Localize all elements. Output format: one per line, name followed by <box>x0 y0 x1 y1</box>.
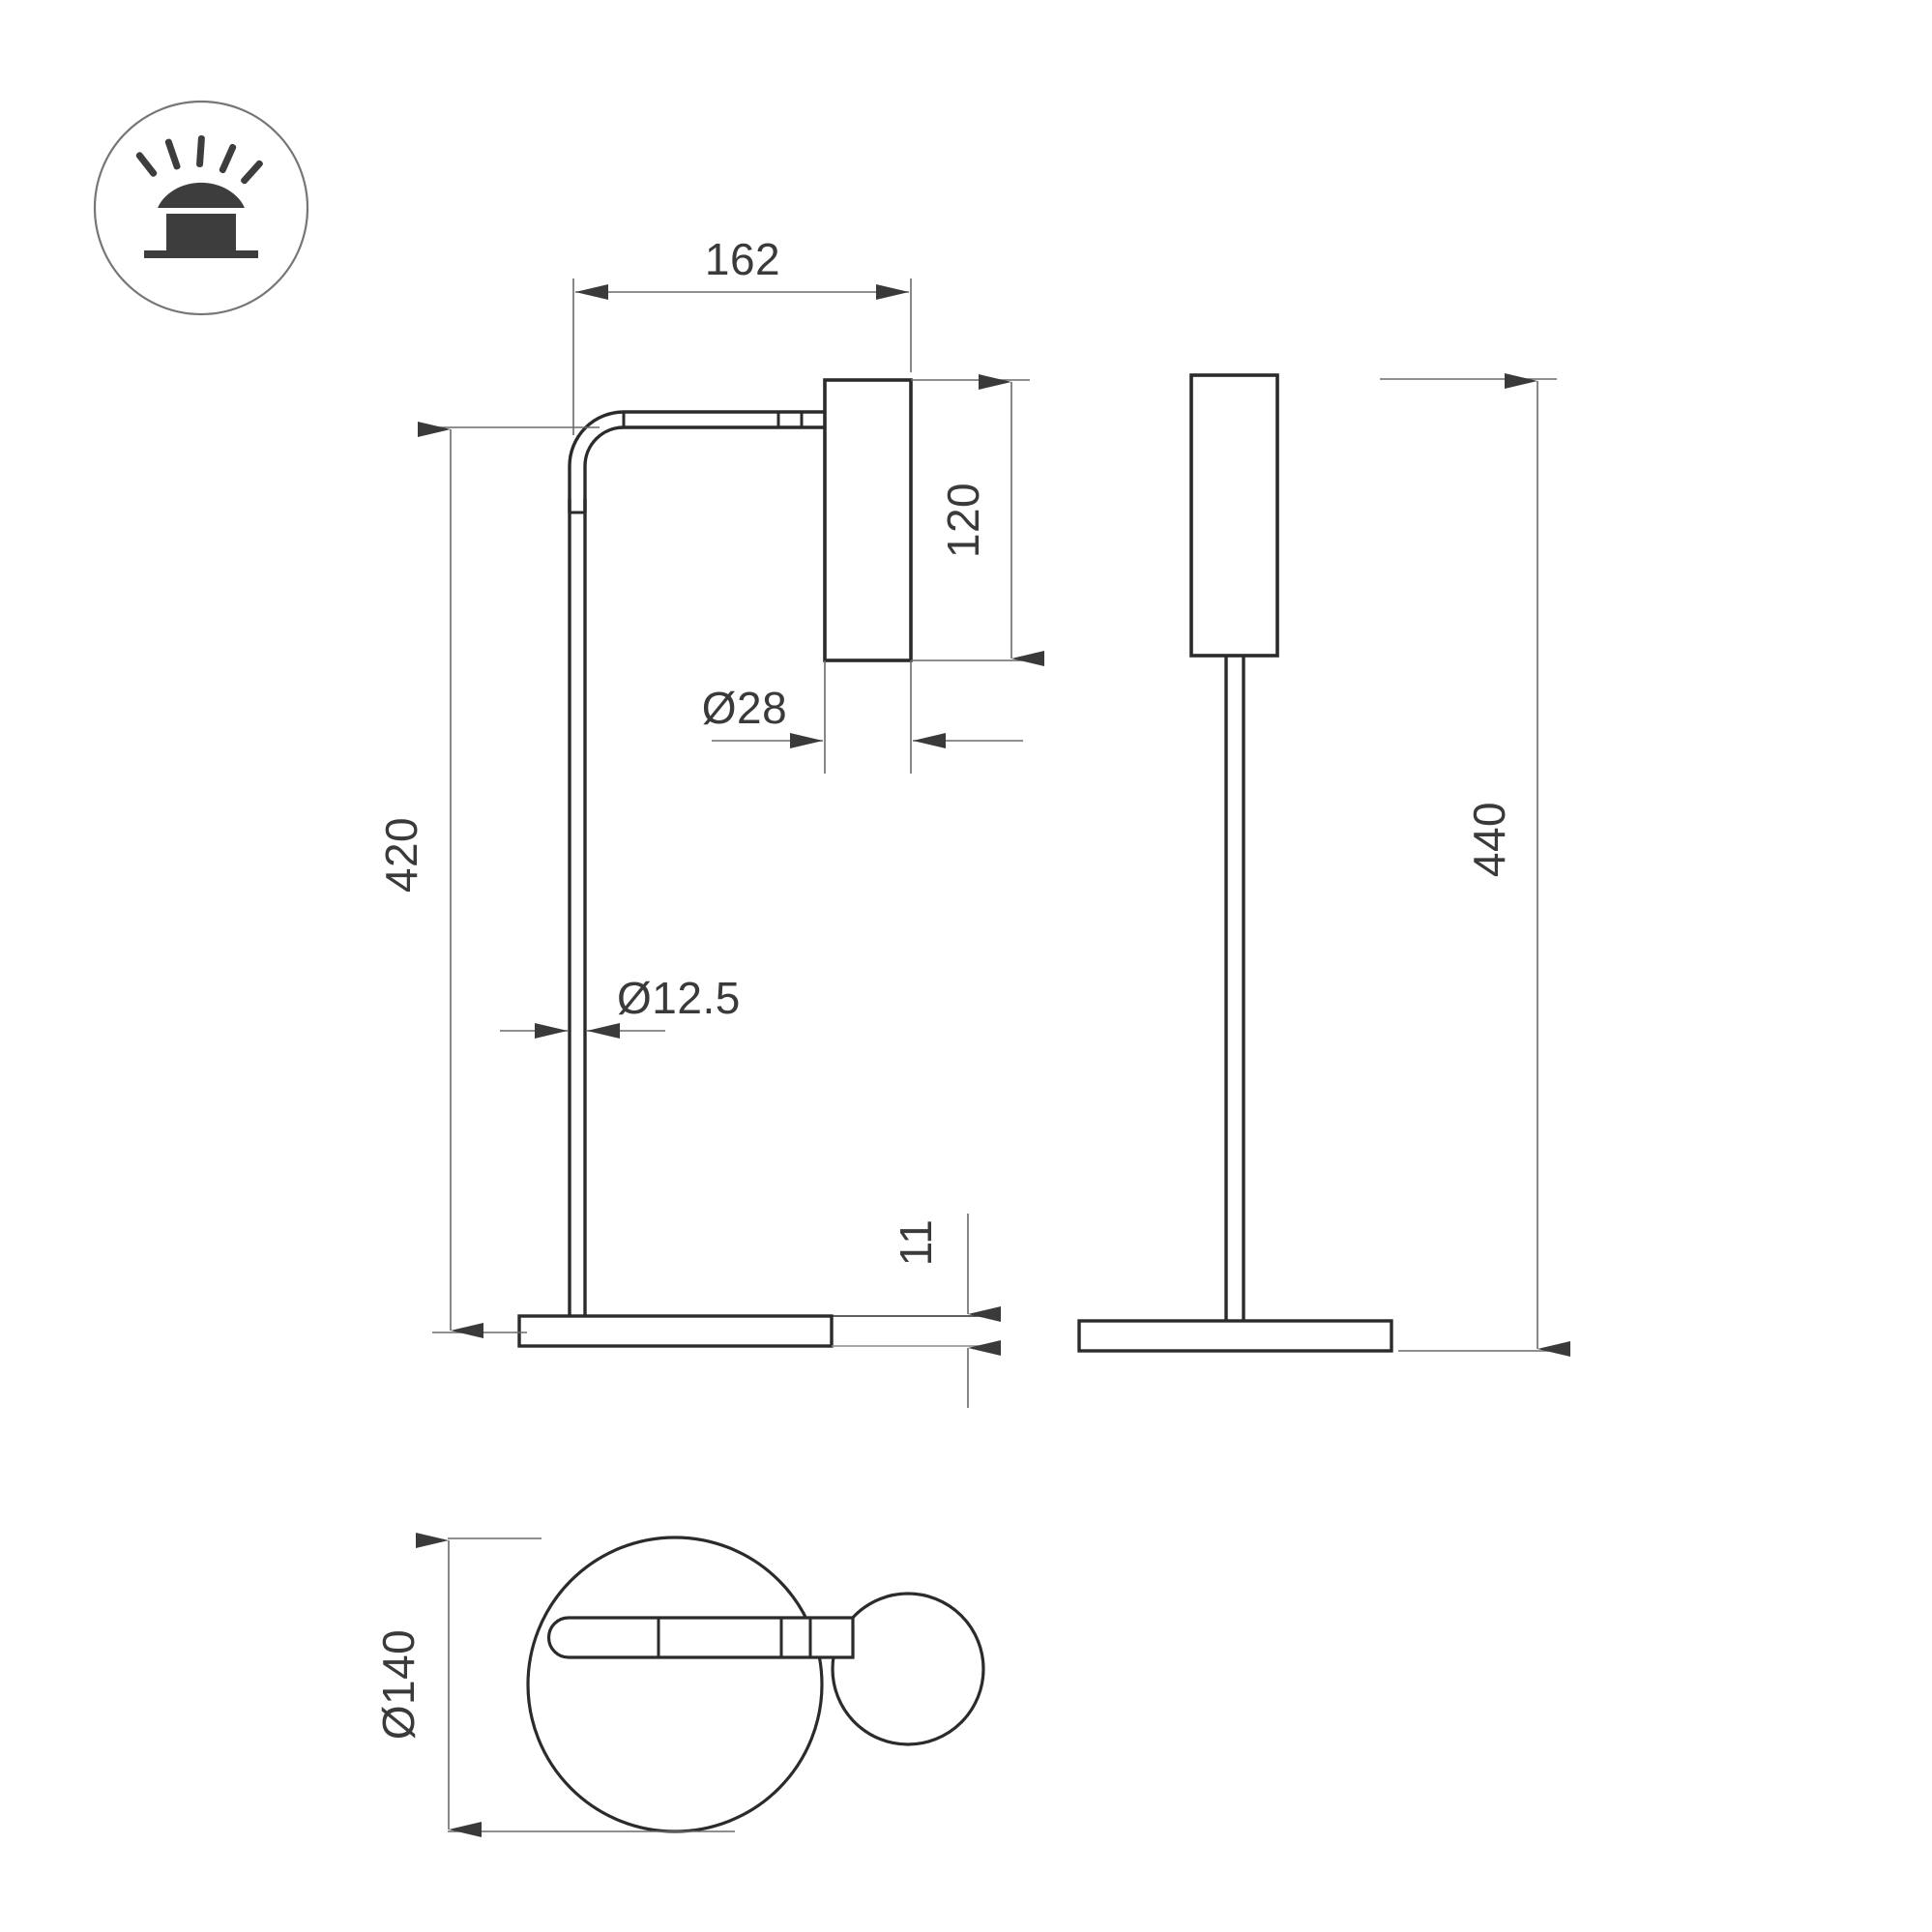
dim-label-120: 120 <box>938 483 988 558</box>
arm-joint-lines <box>570 412 804 514</box>
dimension-120: 120 <box>911 374 1044 666</box>
dim-label-440: 440 <box>1464 802 1514 877</box>
head-circle-top <box>831 1592 985 1746</box>
lamp-head-side <box>1189 373 1279 658</box>
arm-inner-edge <box>583 425 825 512</box>
lamp-head-front <box>823 378 913 662</box>
arm-top <box>546 1616 855 1659</box>
lamp-base-side <box>1077 1319 1393 1353</box>
dim-label-d12-5: Ø12.5 <box>617 973 741 1023</box>
front-view: 162 <box>376 234 1044 1408</box>
arm-top-joints <box>657 1618 812 1657</box>
dimension-440: 440 <box>1380 373 1570 1357</box>
lamp-post <box>568 499 587 1316</box>
lamp-base-front <box>517 1314 834 1348</box>
dim-label-11: 11 <box>891 1219 941 1267</box>
dimension-d140: Ø140 <box>373 1533 735 1837</box>
dimension-d28: Ø28 <box>702 660 1023 774</box>
badge-glyph <box>135 134 263 258</box>
top-view: Ø140 <box>373 1533 985 1837</box>
dim-label-162: 162 <box>705 234 780 284</box>
dim-label-d28: Ø28 <box>702 683 787 733</box>
surface-mount-light-icon <box>93 100 309 316</box>
dimension-162: 162 <box>572 234 912 435</box>
dimension-420: 420 <box>376 422 600 1338</box>
side-view: 440 <box>1077 373 1570 1357</box>
dim-label-420: 420 <box>376 817 426 893</box>
base-circle-top <box>526 1536 824 1833</box>
lamp-post-side <box>1224 656 1245 1321</box>
dim-label-d140: Ø140 <box>373 1629 424 1741</box>
dimension-11: 11 <box>832 1214 1001 1408</box>
dimension-d12-5: Ø12.5 <box>500 973 741 1039</box>
